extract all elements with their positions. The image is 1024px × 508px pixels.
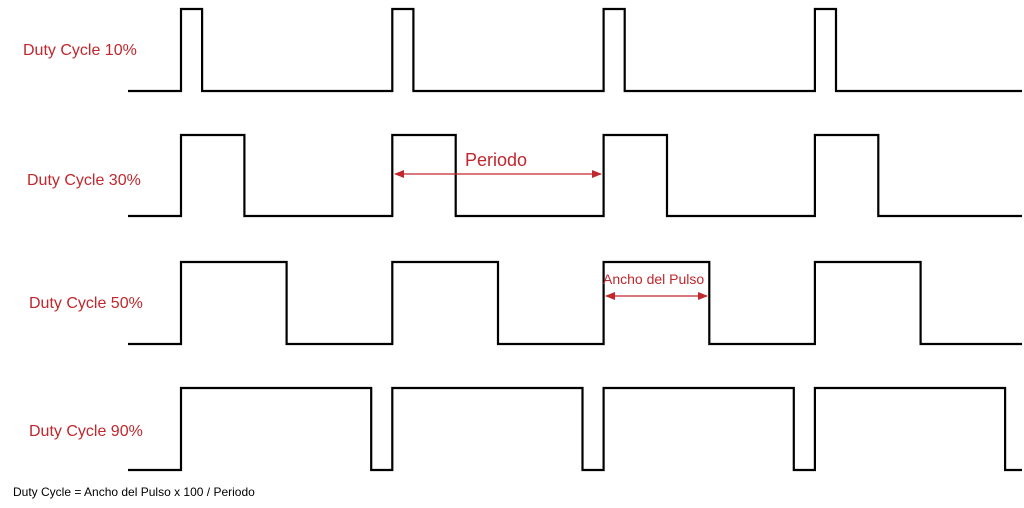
row-label-duty-30: Duty Cycle 30% — [27, 172, 141, 189]
row-label-duty-10: Duty Cycle 10% — [23, 42, 137, 59]
row-label-duty-90: Duty Cycle 90% — [29, 423, 143, 440]
duty-cycle-formula: Duty Cycle = Ancho del Pulso x 100 / Per… — [13, 485, 255, 499]
row-duty-30: Duty Cycle 30% Periodo — [27, 133, 1022, 218]
waveform-duty-30 — [128, 133, 1022, 218]
row-duty-90: Duty Cycle 90% — [29, 386, 1022, 472]
row-duty-10: Duty Cycle 10% — [23, 7, 1022, 93]
pulse-width-label: Ancho del Pulso — [603, 271, 704, 287]
row-label-duty-50: Duty Cycle 50% — [29, 295, 143, 312]
waveform-duty-50 — [128, 260, 1022, 346]
period-label: Periodo — [465, 150, 527, 170]
waveform-duty-90 — [128, 386, 1022, 472]
waveform-duty-10 — [128, 7, 1022, 93]
row-duty-50: Duty Cycle 50% Ancho del Pulso — [29, 260, 1022, 346]
